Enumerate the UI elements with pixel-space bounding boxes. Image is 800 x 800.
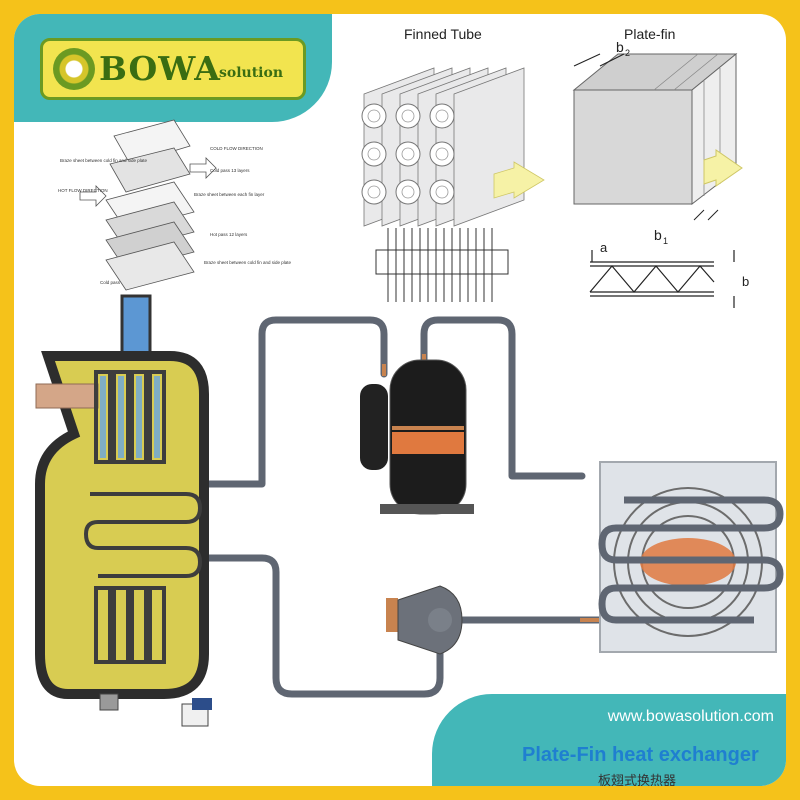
exploded-label-4: Braze sheet between each fin layer	[194, 192, 265, 197]
dim-b1-sub: 1	[663, 236, 668, 246]
expansion-valve	[386, 585, 463, 655]
exploded-label-8: Cold pass	[100, 280, 121, 285]
flow-arrow-icon	[493, 161, 545, 199]
illustration: Braze sheet between cold fin and side pl…	[35, 39, 784, 727]
product-title-chinese: 板翅式换热器	[598, 773, 677, 786]
flow-arrow-icon	[703, 149, 743, 187]
dim-b2-sub: 2	[625, 48, 630, 58]
dim-b2: b	[616, 39, 624, 55]
white-panel: BOWA solution www.bowasolution.com Plate…	[14, 14, 786, 786]
logo-brand: BOWA	[99, 49, 221, 88]
exploded-label-1: Braze sheet between cold fin and side pl…	[60, 158, 148, 163]
exploded-label-6: Hot pass 12 layers	[210, 232, 248, 237]
website-url: www.bowasolution.com	[607, 708, 774, 725]
logo-emblem-icon	[53, 48, 95, 90]
exploded-label-7: Braze sheet between cold fin and side pl…	[204, 260, 292, 265]
plate-fin-exchanger-vessel	[35, 294, 212, 727]
bowa-logo: BOWA solution	[40, 38, 306, 100]
plate-fin-title: Plate-fin	[624, 26, 676, 42]
footer-band	[432, 694, 786, 786]
compressor	[360, 359, 474, 515]
exploded-view-diagram	[79, 119, 217, 291]
exploded-label-2: COLD FLOW DIRECTION	[210, 146, 263, 151]
product-title: Plate-Fin heat exchanger	[522, 744, 759, 766]
exploded-label-5: HOT FLOW DIRECTION	[58, 188, 108, 193]
dim-b: b	[742, 274, 749, 289]
finned-tube-title: Finned Tube	[404, 26, 482, 42]
dim-b1: b	[654, 227, 662, 243]
plate-fin-diagram: b 2 b 1 a b	[572, 39, 749, 308]
finned-tube-diagram	[361, 67, 545, 302]
condenser-unit	[598, 461, 784, 653]
logo-suffix: solution	[219, 65, 284, 81]
dim-a: a	[600, 240, 608, 255]
exploded-label-3: Cold pass 13 layers	[210, 168, 250, 173]
